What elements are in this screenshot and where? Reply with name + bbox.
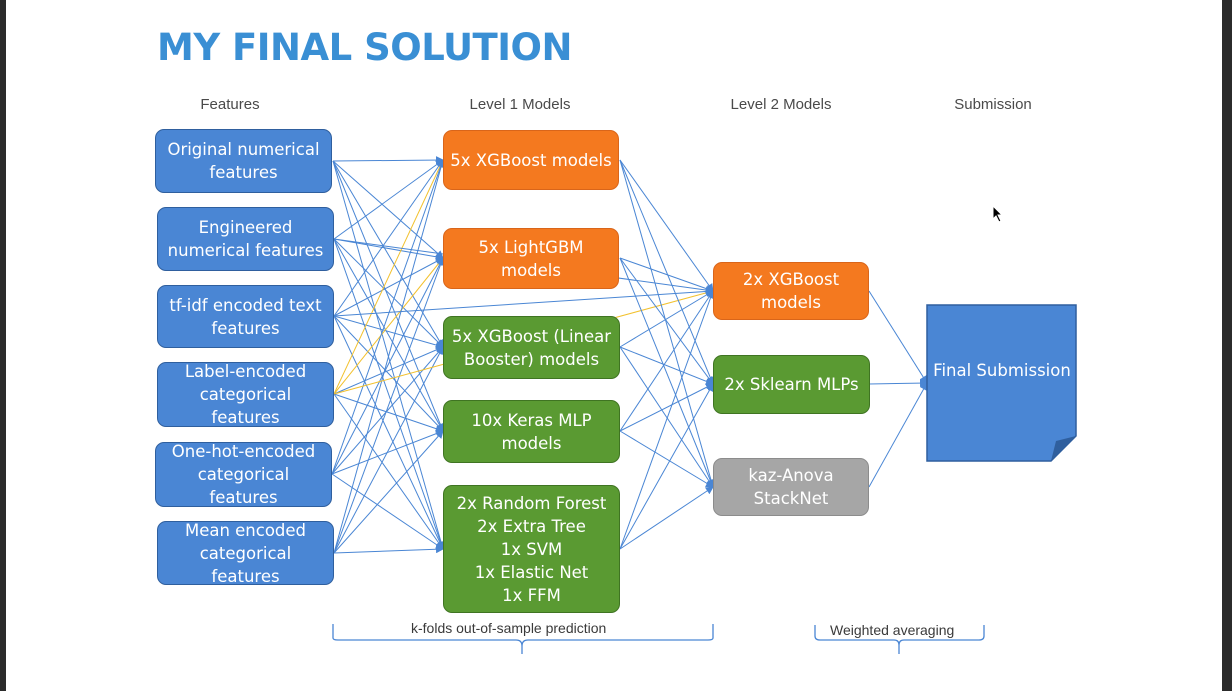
edge-feature-to-level1 — [332, 156, 444, 165]
slide-title: MY FINAL SOLUTION — [157, 26, 572, 69]
kfold-label: k-folds out-of-sample prediction — [411, 620, 607, 636]
edge-feature-to-level1 — [333, 257, 444, 395]
edge-feature-to-level1 — [331, 473, 444, 550]
edge-level1-to-level2 — [619, 257, 715, 488]
edge-level1-to-level2 — [619, 290, 714, 348]
edge-feature-to-level1 — [333, 257, 445, 554]
edge-level1-to-level2 — [619, 159, 715, 488]
edge-feature-to-level1 — [333, 393, 444, 550]
edge-level1-to-level2 — [619, 290, 714, 432]
edge-feature-to-level1 — [333, 238, 444, 261]
edge-feature-to-level1 — [332, 160, 444, 259]
edge-feature-to-level2 — [333, 287, 714, 317]
edge-level2-to-submission — [868, 379, 928, 388]
edge-level1-to-level2 — [619, 486, 714, 550]
edge-feature-to-level1 — [333, 315, 444, 349]
edge-level1-to-level2 — [619, 257, 714, 385]
edge-level1-to-level2 — [619, 159, 714, 292]
edge-feature-to-level1 — [333, 159, 445, 554]
edge-feature-to-level1 — [333, 315, 444, 550]
edge-level1-to-level2 — [619, 346, 714, 488]
edge-feature-to-level1 — [333, 430, 444, 554]
edge-feature-to-level1 — [333, 238, 444, 432]
video-frame-left — [0, 0, 6, 691]
edge-feature-to-level1 — [331, 159, 445, 475]
edge-feature-to-level1 — [332, 160, 444, 348]
weighted-bracket — [814, 625, 985, 654]
edge-level1-to-level2 — [619, 257, 714, 293]
final-submission-doc — [926, 304, 1077, 462]
edge-feature-to-level1 — [333, 346, 444, 395]
edge-feature-to-level1 — [331, 346, 444, 475]
kfold-bracket — [332, 624, 714, 654]
column-header-features: Features — [200, 96, 260, 113]
mouse-cursor-icon — [992, 205, 1004, 223]
column-header-level1: Level 1 Models — [469, 96, 571, 113]
level1-node-xgboost: 5x XGBoost models — [443, 130, 619, 190]
edge-feature-to-level1 — [333, 545, 444, 554]
edge-level1-to-level2 — [619, 383, 714, 432]
edge-level1-to-level2 — [619, 383, 714, 550]
edge-level1-to-level2 — [619, 159, 715, 385]
edge-feature-to-level1 — [333, 159, 444, 317]
edge-feature-to-level1 — [333, 257, 444, 317]
edge-feature-to-level1 — [333, 159, 444, 240]
column-header-submission: Submission — [954, 96, 1032, 113]
edge-feature-to-level1 — [331, 257, 444, 475]
edge-feature-to-level1 — [333, 238, 445, 550]
edge-level1-to-level2 — [619, 290, 715, 550]
edge-level2-to-submission — [868, 382, 928, 488]
video-frame-right — [1222, 0, 1232, 691]
edge-feature-to-level1 — [333, 159, 444, 395]
edge-feature-to-level1 — [333, 315, 444, 432]
edge-level1-to-level2 — [619, 346, 714, 386]
edge-feature-to-level1 — [333, 346, 444, 554]
weighted-averaging-label: Weighted averaging — [830, 622, 955, 638]
edge-feature-to-level1 — [332, 160, 445, 432]
level2-node-sklearn-mlps: 2x Sklearn MLPs — [713, 355, 870, 414]
edge-level2-to-submission — [868, 290, 928, 384]
column-header-level2: Level 2 Models — [730, 96, 832, 113]
final-submission-label: Final Submission — [933, 361, 1071, 380]
edge-feature-to-level1 — [333, 393, 444, 433]
edge-feature-to-level1 — [333, 238, 444, 348]
edge-level1-to-level2 — [619, 430, 714, 488]
edge-feature-to-level1 — [332, 160, 445, 550]
final-submission-doc-fold — [1051, 436, 1076, 461]
